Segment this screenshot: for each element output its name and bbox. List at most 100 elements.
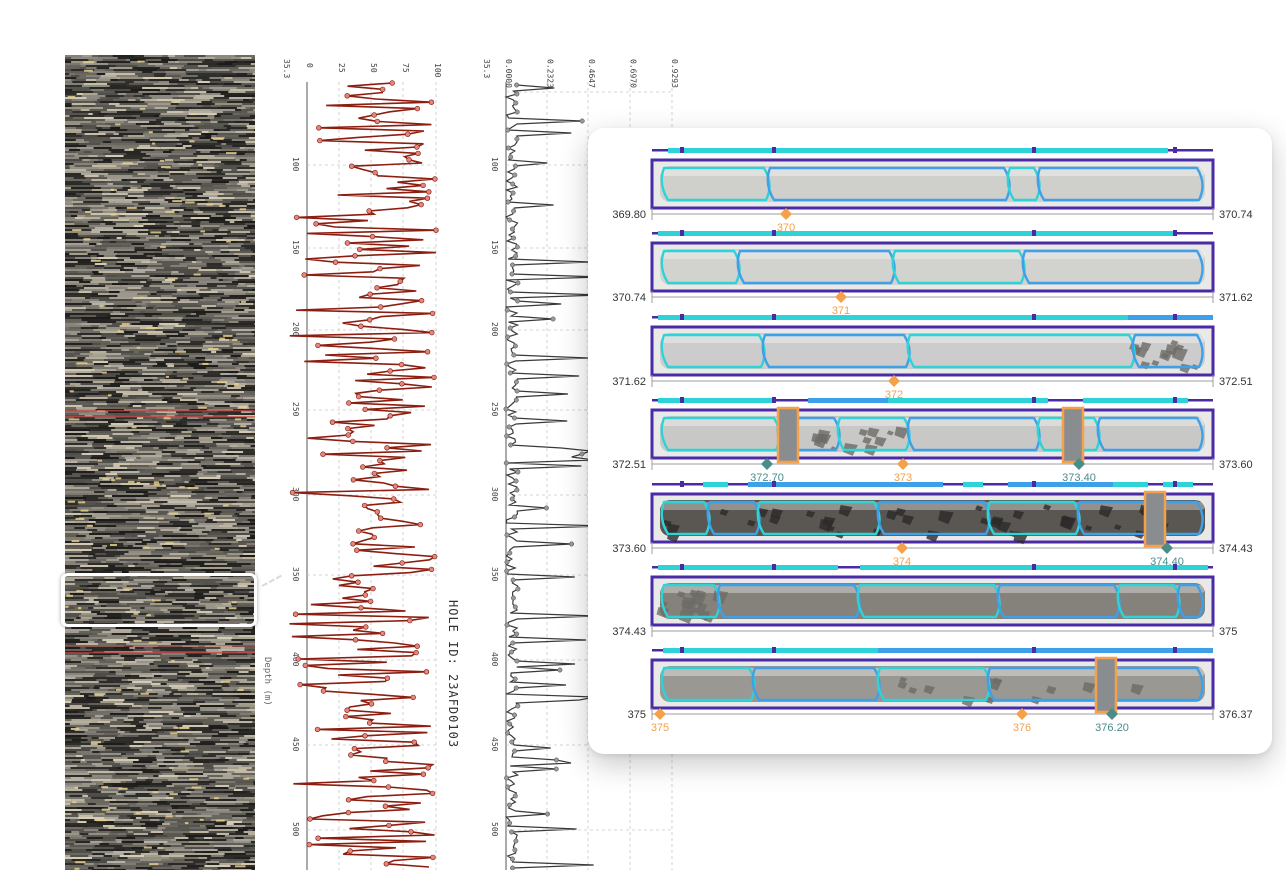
segment-outline — [1096, 416, 1204, 452]
segment-outline — [1076, 500, 1204, 536]
plot1-tick-50: 50 — [369, 63, 378, 73]
core-highlight — [660, 502, 1205, 510]
core-strip-texture — [65, 55, 255, 870]
plot1-line — [289, 82, 438, 868]
depth-axis-title: Depth (m) — [262, 657, 272, 706]
plot1-depth-300: 300 — [291, 487, 300, 502]
row-start-depth: 374.43 — [612, 626, 646, 638]
plot2-depth-400: 400 — [490, 652, 499, 667]
block-marker-icon — [1106, 708, 1118, 720]
block-marker-icon — [1073, 458, 1085, 470]
meter-marker-icon — [888, 375, 900, 387]
plot2-depth-250: 250 — [490, 402, 499, 417]
core-cylinder — [660, 249, 1205, 285]
core-highlight — [660, 668, 1205, 676]
row-annotation-bar — [1163, 482, 1193, 487]
segment-outlines — [660, 333, 1204, 369]
plot2-depth-500: 500 — [490, 822, 499, 837]
core-photo-image — [65, 55, 255, 870]
plot1-tick-25: 25 — [337, 63, 346, 73]
plot2-depth-150: 150 — [490, 240, 499, 255]
plot1-tick-100: 100 — [433, 63, 442, 78]
plot1-depth-450: 450 — [291, 737, 300, 752]
plot2-series — [503, 82, 606, 870]
plot1-depth-400: 400 — [291, 652, 300, 667]
plot2-depth-350: 350 — [490, 567, 499, 582]
sample-tag-sleeve — [1061, 406, 1085, 464]
row-annotation-bar — [658, 398, 773, 403]
plot1-depth-500: 500 — [291, 822, 300, 837]
block-marker-label: 376.20 — [1095, 722, 1129, 734]
plot2-tick-0.6970: 0.6970 — [629, 59, 638, 88]
row-annotation-bar — [1008, 482, 1113, 487]
row-annotation-bar — [658, 231, 1176, 236]
plot1-depth-200: 200 — [291, 322, 300, 337]
plot2-top-left-label: 35.3 — [482, 59, 491, 78]
core-cylinder — [660, 666, 1205, 702]
row-start-depth: 371.62 — [612, 376, 646, 388]
core-cylinder — [660, 583, 1205, 619]
plot2-depth-450: 450 — [490, 737, 499, 752]
block-marker-label: 373.40 — [1062, 472, 1096, 484]
meter-marker-icon — [835, 291, 847, 303]
row-annotation-bar — [1128, 315, 1213, 320]
plot2-tick-0.0000: 0.0000 — [504, 59, 513, 88]
plot1-tick-75: 75 — [401, 63, 410, 73]
core-highlight — [660, 585, 1205, 593]
row-annotation-bar — [888, 398, 1048, 403]
row-start-depth: 369.80 — [612, 209, 646, 221]
plot1-top-left-label: 35.3 — [282, 59, 291, 78]
rock-fragments — [656, 589, 729, 624]
plot1-depth-250: 250 — [291, 402, 300, 417]
plot1-depth-350: 350 — [291, 567, 300, 582]
plot2-depth-300: 300 — [490, 487, 499, 502]
row-annotation-bar — [878, 648, 1213, 653]
row-end-depth: 374.43 — [1219, 543, 1253, 555]
segment-outline — [1131, 333, 1204, 369]
meter-marker-label: 373 — [894, 472, 912, 484]
row-start-depth: 373.60 — [612, 543, 646, 555]
downhole-plots: 0 25 50 75 100 35.3 100 150 200 250 300 350 400 450 50… — [262, 55, 682, 870]
plot2-depth-100: 100 — [490, 157, 499, 172]
plot1-tick-0: 0 — [305, 63, 314, 68]
segment-outlines — [660, 583, 1204, 619]
plot1-series — [289, 80, 439, 868]
meter-marker-icon — [897, 458, 909, 470]
row-annotation-bar — [1113, 482, 1148, 487]
meter-marker-label: 376 — [1013, 722, 1031, 734]
row-end-depth: 375 — [1219, 626, 1237, 638]
core-row-6: 374.43 375 — [612, 564, 1237, 638]
row-annotation-bar — [1083, 398, 1188, 403]
row-annotation-bar — [963, 482, 983, 487]
downhole-plots-svg: 0 25 50 75 100 35.3 100 150 200 250 300 350 400 450 50… — [282, 59, 679, 870]
plot1-depth-150: 150 — [291, 240, 300, 255]
segment-outline — [986, 666, 1204, 702]
core-highlight — [660, 335, 1205, 343]
row-start-depth: 375 — [628, 709, 646, 721]
row-end-depth: 373.60 — [1219, 459, 1253, 471]
sample-tag-sleeve — [1094, 656, 1118, 714]
segment-outlines — [660, 249, 1204, 285]
hole-id-label: HOLE ID: 23AFD0103 — [446, 600, 460, 749]
zoom-selection-box[interactable] — [61, 573, 257, 627]
row-start-depth: 370.74 — [612, 292, 646, 304]
sample-tag-sleeve — [1143, 490, 1167, 548]
segment-outline — [1176, 583, 1204, 619]
row-annotation-bar — [748, 482, 943, 487]
core-photo-strip[interactable] — [65, 55, 255, 870]
row-annotation-bar — [658, 315, 1128, 320]
row-start-depth: 372.51 — [612, 459, 646, 471]
segment-outlines — [660, 500, 1204, 536]
plot2-tick-0.2323: 0.2323 — [546, 59, 555, 88]
block-marker-icon — [761, 458, 773, 470]
core-cylinder — [660, 333, 1205, 369]
row-annotation-bar — [658, 565, 838, 570]
